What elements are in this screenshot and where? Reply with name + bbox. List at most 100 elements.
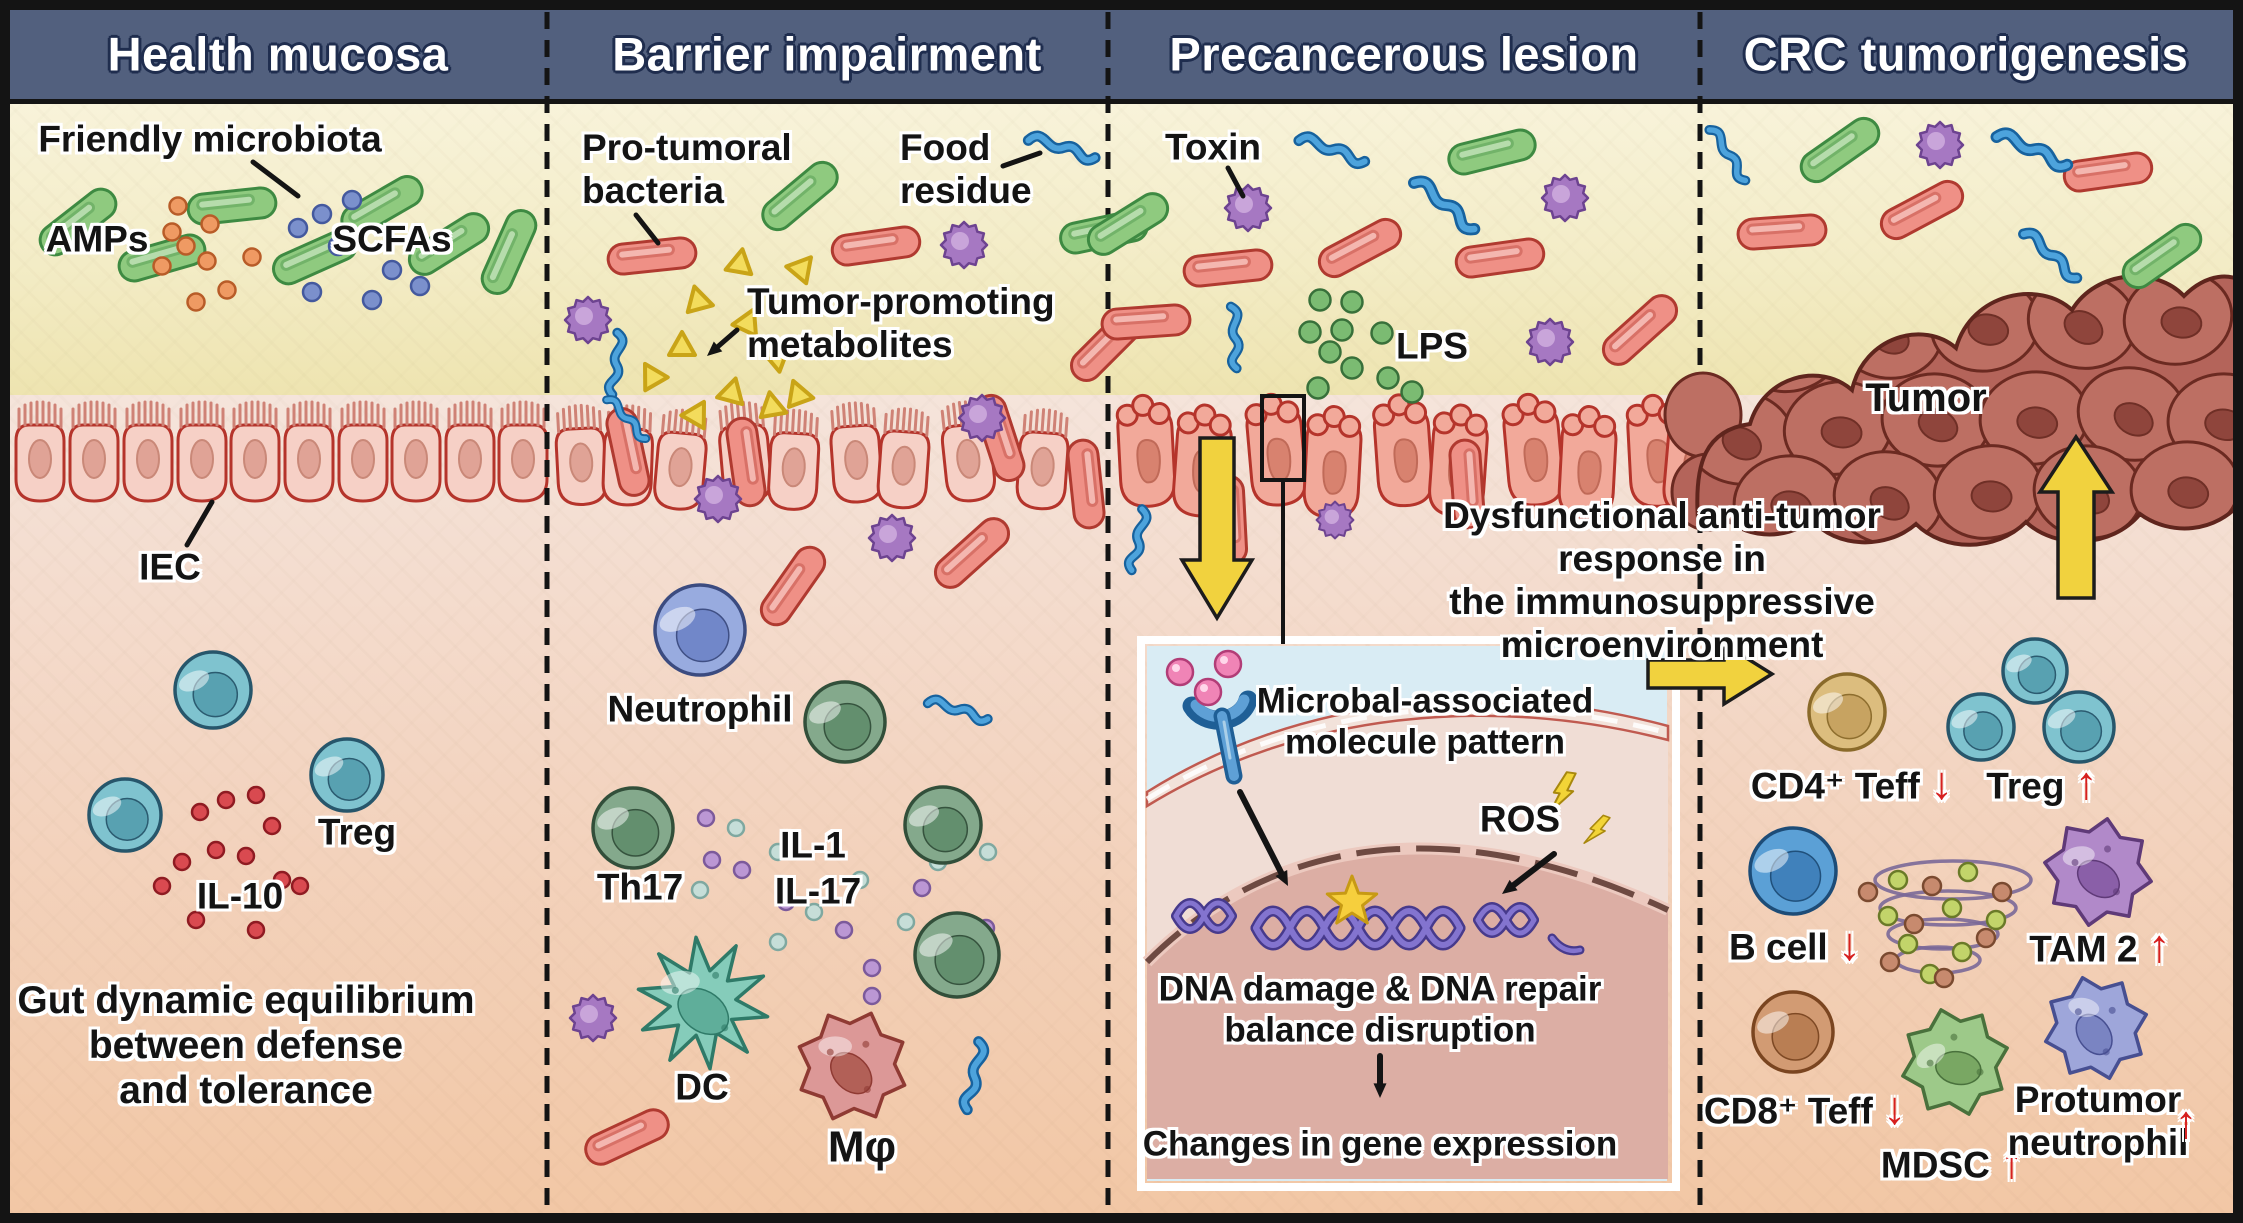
food-residue-squiggle-icon: [1205, 305, 1263, 368]
cytokine-dot-icon: [862, 958, 882, 978]
lps-dot-icon: [1298, 320, 1322, 344]
friendly-bacteria-rod-icon: [185, 184, 279, 228]
epithelial-cell-icon: [444, 400, 496, 503]
pattern-recognition-receptor-icon: [1182, 690, 1258, 785]
lps-dot-icon: [1340, 290, 1364, 314]
spiral-bead-icon: [1887, 869, 1909, 891]
spiral-bead-icon: [1879, 951, 1901, 973]
scfa-dot-icon: [311, 203, 333, 225]
label-b-cell: B cell ↓: [1729, 917, 1861, 970]
tam2-change-arrow-icon: ↑: [2147, 919, 2171, 972]
label-cd8-teff: CD8⁺ Teff ↓: [1704, 1081, 1906, 1134]
epithelial-cell-icon: [552, 402, 609, 508]
inflamed-epithelial-cell-icon: [1499, 390, 1567, 509]
arrow-head: [1502, 879, 1518, 894]
cytokine-dot-icon: [768, 842, 788, 862]
inflamed-epithelial-cell-icon: [1301, 403, 1365, 521]
tam2-text: TAM 2: [2029, 928, 2138, 970]
arrow-head: [1275, 870, 1288, 886]
amp-dot-icon: [162, 222, 182, 242]
amp-dot-icon: [186, 292, 206, 312]
scfa-dot-icon: [301, 281, 323, 303]
pointer-line: [1000, 150, 1043, 169]
mdsc-cell-icon: [1901, 1008, 2009, 1116]
label-il10: IL-10: [196, 875, 284, 917]
amp-dot-icon: [152, 256, 172, 276]
spiral-bead-icon: [1933, 967, 1955, 989]
metabolite-triangle-icon: [631, 355, 670, 393]
protumoral-bacteria-rod-icon: [927, 510, 1017, 596]
background-texture: [10, 104, 2233, 1213]
epithelial-cell-icon: [826, 399, 885, 506]
cd4-teff-text: CD4⁺ Teff: [1750, 765, 1920, 807]
b-cell-change-arrow-icon: ↓: [1838, 917, 1861, 970]
arrow-line: [711, 327, 740, 353]
label-tumor: Tumor: [1865, 375, 1987, 420]
spiral-bead-icon: [1941, 897, 1963, 919]
epithelial-cell-icon: [122, 400, 174, 503]
spiral-bead-icon: [1897, 933, 1919, 955]
il10-dot-icon: [186, 910, 206, 930]
epithelial-cell-icon: [390, 400, 442, 503]
cytokine-dot-icon: [850, 870, 870, 890]
mdsc-change-arrow-icon: ↑: [2000, 1135, 2024, 1188]
label-toxin: Toxin: [1165, 126, 1261, 168]
epithelial-cell-icon: [68, 400, 120, 503]
treg-cell-icon: [309, 737, 385, 813]
label-protumor-neutrophil: Protumor neutrophil: [2007, 1079, 2189, 1163]
cd4-teff-cell-icon: [1807, 672, 1887, 752]
protumoral-bacteria-rod-icon: [1312, 212, 1408, 284]
label-friendly-microbiota: Friendly microbiota: [38, 118, 382, 160]
label-dna-damage: DNA damage & DNA repair balance disrupti…: [1158, 969, 1602, 1049]
panel-dividers: [544, 12, 1703, 1212]
scfa-dot-icon: [341, 189, 363, 211]
cytokine-dot-icon: [776, 892, 796, 912]
epithelial-cell-icon: [497, 400, 549, 503]
spiral-bead-icon: [1921, 875, 1943, 897]
b-cell-icon: [1748, 826, 1838, 916]
cytokine-dot-icon: [896, 912, 916, 932]
arrow-line: [1237, 789, 1287, 881]
lps-dot-icon: [1308, 288, 1332, 312]
spiral-bead-icon: [1951, 941, 1973, 963]
cd8-change-arrow-icon: ↓: [1883, 1081, 1907, 1134]
friendly-bacteria-rod-icon: [1793, 110, 1887, 190]
toxin-icon: [563, 295, 613, 345]
mamp-dot-highlight: [1200, 684, 1208, 692]
treg-cell-icon: [1946, 692, 2016, 762]
protumor-change-arrow-icon: ↑: [2174, 1095, 2198, 1148]
toxin-icon: [1915, 120, 1965, 170]
lps-dot-icon: [1376, 366, 1400, 390]
il10-dot-icon: [236, 846, 256, 866]
panel-title-crc-tumorigenesis: CRC tumorigenesis: [1743, 27, 2189, 81]
arrow-head: [707, 341, 723, 356]
scfa-dot-icon: [287, 217, 309, 239]
neutrophil-cell-icon: [653, 583, 747, 677]
treg-change-arrow-icon: ↑: [2074, 756, 2098, 809]
pointer-line: [1225, 165, 1246, 199]
label-il1: IL-1: [780, 824, 846, 866]
epithelial-cell-icon: [283, 400, 335, 503]
amp-dot-icon: [217, 280, 237, 300]
protumoral-bacteria-rod-icon: [1874, 174, 1970, 246]
mamp-dot-icon: [1213, 649, 1243, 679]
food-residue-squiggle-icon: [927, 687, 988, 733]
metabolite-triangle-icon: [715, 373, 751, 407]
il10-dot-icon: [246, 920, 266, 940]
translocation-down-arrow: [1178, 436, 1256, 622]
toxin-icon: [867, 513, 917, 563]
il10-dot-icon: [206, 840, 226, 860]
scfa-dot-icon: [381, 259, 403, 281]
mdsc-text: MDSC: [1880, 1144, 1990, 1186]
protumoral-bacteria-rod-icon: [2060, 149, 2156, 195]
amp-dot-icon: [200, 214, 220, 234]
food-residue-squiggle-icon: [1112, 508, 1162, 570]
mamp-dot-icon: [1193, 677, 1223, 707]
lps-dot-icon: [1340, 356, 1364, 380]
protumoral-bacteria-rod-icon: [1064, 437, 1108, 531]
tumor-growth-up-arrow: [2036, 433, 2116, 600]
pointer-line: [633, 212, 661, 246]
spiral-bead-icon: [1857, 881, 1879, 903]
